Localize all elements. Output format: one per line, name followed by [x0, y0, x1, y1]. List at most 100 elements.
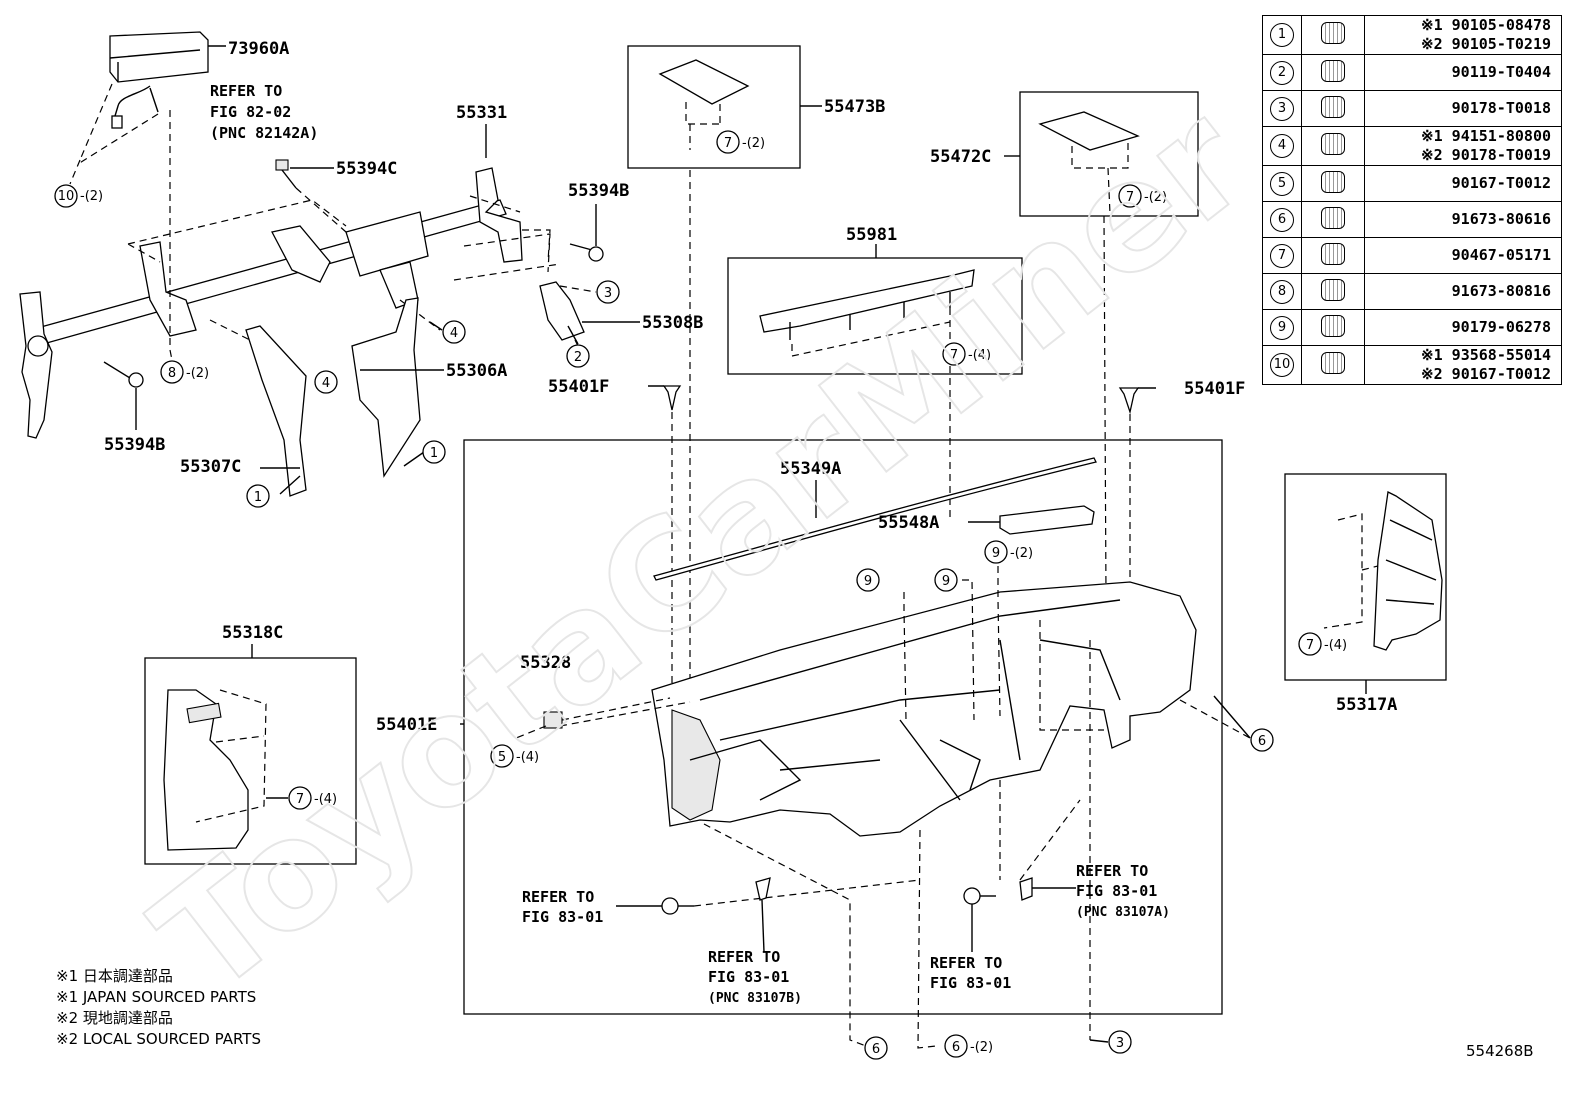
- ref-number-cell: 5: [1262, 165, 1302, 202]
- part-number: 90119-T0404: [1451, 63, 1551, 81]
- fastener-icon-cell: [1301, 237, 1365, 274]
- refer-fig-82-02-line1: REFER TO: [210, 82, 282, 100]
- refer-c-line1: REFER TO: [930, 954, 1002, 972]
- bolt-refer-c-part: [963, 887, 996, 905]
- svg-text:4: 4: [322, 376, 330, 391]
- bracket-refer-d-part: [1019, 877, 1033, 901]
- label-55307C: 55307C: [180, 457, 241, 477]
- callout-4-left: 4: [314, 370, 338, 394]
- svg-text:-(2): -(2): [186, 366, 209, 381]
- svg-text:-(4): -(4): [1324, 638, 1347, 653]
- bolt-55394B-top-part: [569, 243, 604, 262]
- callout-9-mid: 9: [934, 568, 958, 592]
- cover-55473B-part: [658, 59, 750, 105]
- label-55394B-left: 55394B: [104, 435, 165, 455]
- label-55306A: 55306A: [446, 361, 507, 381]
- svg-text:3: 3: [604, 286, 612, 301]
- nut-icon: [1321, 133, 1345, 155]
- box-55473B: [627, 45, 801, 169]
- label-55328: 55328: [520, 653, 571, 673]
- ref-number-cell: 3: [1262, 90, 1302, 127]
- sourcing-notes: ※1 日本調達部品 ※1 JAPAN SOURCED PARTS ※2 現地調達…: [56, 966, 261, 1050]
- callout-8: 8 -(2): [160, 360, 209, 384]
- molding-55349A-part: [653, 457, 1097, 581]
- label-55394B-top: 55394B: [568, 181, 629, 201]
- part-number: ※1 90105-08478: [1421, 16, 1551, 34]
- callout-7-55472C: 7 -(2): [1118, 184, 1167, 208]
- callout-10: 10 -(2): [54, 184, 103, 208]
- ref-number-cell: 7: [1262, 237, 1302, 274]
- part-number: 90467-05171: [1451, 246, 1551, 264]
- bracket-refer-b-part: [755, 877, 771, 901]
- label-55473B: 55473B: [824, 97, 885, 117]
- label-55548A: 55548A: [878, 513, 939, 533]
- instrument-panel-55401E-part: [651, 581, 1197, 837]
- ref-number-cell: 10: [1262, 345, 1302, 385]
- ref-number-cell: 4: [1262, 126, 1302, 166]
- callout-5: 5 -(4): [490, 744, 539, 768]
- label-55331: 55331: [456, 103, 507, 123]
- svg-text:7: 7: [296, 792, 304, 807]
- nut-icon: [1321, 95, 1345, 118]
- refer-b-line1: REFER TO: [708, 948, 780, 966]
- bolt-washer-icon: [1321, 278, 1345, 301]
- bolt-washer-icon: [1321, 206, 1345, 229]
- bolt-washer-icon: [1321, 170, 1345, 193]
- speed-nut-icon: [1321, 314, 1345, 337]
- part-number: 90179-06278: [1451, 318, 1551, 336]
- part-number-alt: ※2 90167-T0012: [1421, 365, 1551, 383]
- label-55349A: 55349A: [780, 459, 841, 479]
- refer-a-line2: FIG 83-01: [522, 908, 603, 926]
- part-number-cell: 91673-80816: [1364, 273, 1562, 310]
- note-line: ※1 日本調達部品: [56, 967, 173, 985]
- svg-text:-(2): -(2): [80, 189, 103, 204]
- part-number-cell: ※1 94151-80800※2 90178-T0019: [1364, 126, 1562, 166]
- fastener-parts-table: 1 ※1 90105-08478※2 90105-T0219 2 90119-T040…: [1262, 15, 1562, 385]
- svg-text:-(2): -(2): [742, 136, 765, 151]
- reinforcement-beam-part: [19, 167, 585, 439]
- parts-table-row: 1 ※1 90105-08478※2 90105-T0219: [1262, 15, 1562, 55]
- part-number-alt: ※2 90105-T0219: [1421, 35, 1551, 53]
- svg-text:1: 1: [430, 446, 438, 461]
- part-number: 91673-80616: [1451, 210, 1551, 228]
- screw-icon: [1321, 352, 1345, 374]
- refer-fig-82-02-line3: (PNC 82142A): [210, 124, 318, 142]
- part-number-cell: ※1 93568-55014※2 90167-T0012: [1364, 345, 1562, 385]
- refer-d-line1: REFER TO: [1076, 862, 1148, 880]
- callout-2: 2: [566, 344, 590, 368]
- svg-text:-(4): -(4): [516, 750, 539, 765]
- parts-table-row: 7 90467-05171: [1262, 237, 1562, 274]
- svg-text:4: 4: [450, 326, 458, 341]
- svg-text:9: 9: [992, 546, 1000, 561]
- part-number: ※1 94151-80800: [1421, 127, 1551, 145]
- ref-number: 10: [1270, 353, 1294, 377]
- refer-c-line2: FIG 83-01: [930, 974, 1011, 992]
- ref-number: 7: [1270, 243, 1294, 268]
- callout-6-bottom-left: 6: [864, 1036, 888, 1060]
- fastener-icon-cell: [1301, 15, 1365, 55]
- ref-number-cell: 1: [1262, 15, 1302, 55]
- refer-b-line2: FIG 83-01: [708, 968, 789, 986]
- ref-number: 2: [1270, 60, 1294, 85]
- fastener-parts-table-body: 1 ※1 90105-08478※2 90105-T0219 2 90119-T040…: [1262, 15, 1562, 385]
- note-line: ※2 LOCAL SOURCED PARTS: [56, 1030, 261, 1048]
- fastener-icon-cell: [1301, 273, 1365, 310]
- label-73960A: 73960A: [228, 39, 289, 59]
- svg-text:-(2): -(2): [1010, 546, 1033, 561]
- label-55472C: 55472C: [930, 147, 991, 167]
- ecu-73960A-part: [109, 31, 209, 129]
- svg-text:7: 7: [724, 136, 732, 151]
- part-number-cell: 90119-T0404: [1364, 54, 1562, 91]
- callout-6-bottom-mid: 6 -(2): [944, 1034, 993, 1058]
- bolt-washer-icon: [1321, 22, 1345, 44]
- bolt-55394C-part: [275, 159, 297, 189]
- bolt-icon: [1321, 59, 1345, 82]
- label-55394C: 55394C: [336, 159, 397, 179]
- svg-text:1: 1: [254, 490, 262, 505]
- svg-text:2: 2: [574, 350, 582, 365]
- ref-number: 8: [1270, 279, 1294, 304]
- part-number: 91673-80816: [1451, 282, 1551, 300]
